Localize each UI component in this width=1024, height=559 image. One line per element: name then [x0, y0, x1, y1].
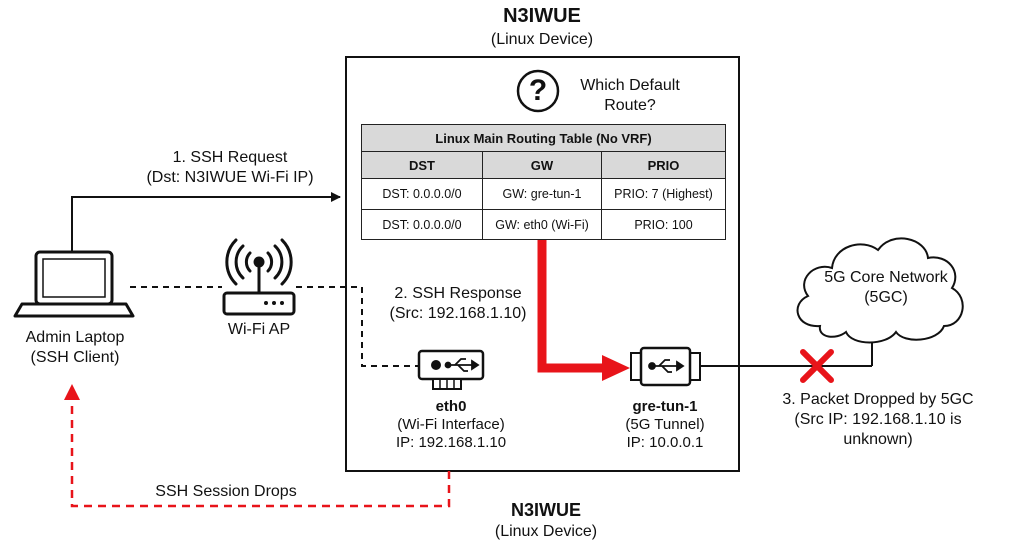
- table-row: DST: 0.0.0.0/0 GW: eth0 (Wi-Fi) PRIO: 10…: [362, 210, 725, 239]
- ssh-response-label-line1: 2. SSH Response: [394, 285, 522, 302]
- routing-table: Linux Main Routing Table (No VRF) DST GW…: [361, 124, 726, 240]
- table-cell: DST: 0.0.0.0/0: [362, 179, 483, 210]
- device-title-bottom: N3IWUE: [510, 500, 581, 520]
- eth0-label-line1: (Wi-Fi Interface): [397, 416, 505, 433]
- dropped-label-line2: (Src IP: 192.168.1.10 is: [794, 411, 962, 428]
- usb-tunnel-icon: [630, 346, 701, 387]
- dropped-label-line3: unknown): [843, 431, 913, 448]
- dropped-label-line1: 3. Packet Dropped by 5GC: [782, 391, 974, 408]
- cloud-label-line2: (5GC): [864, 289, 908, 306]
- gre-tun-label-line1: (5G Tunnel): [625, 416, 705, 433]
- laptop-label-line2: (SSH Client): [30, 349, 120, 366]
- table-cell: GW: eth0 (Wi-Fi): [483, 210, 602, 239]
- ssh-response-label-line2: (Src: 192.168.1.10): [389, 305, 527, 322]
- router-icon: [222, 238, 296, 316]
- route-arrow-head: [602, 355, 630, 381]
- cloud-label-line1: 5G Core Network: [824, 269, 948, 286]
- gre-tun-label-line2: IP: 10.0.0.1: [626, 434, 704, 451]
- device-subtitle-bottom: (Linux Device): [494, 523, 598, 540]
- table-cell: DST: 0.0.0.0/0: [362, 210, 483, 239]
- question-mark: ?: [528, 74, 548, 107]
- wifi-ap-label: Wi-Fi AP: [227, 321, 291, 338]
- ssh-request-arrow: [71, 192, 341, 253]
- table-cell: PRIO: 100: [634, 217, 693, 232]
- session-drop-arrowhead: [64, 384, 80, 400]
- table-row: DST: 0.0.0.0/0 GW: gre-tun-1 PRIO: 7 (Hi…: [362, 179, 725, 210]
- device-box: [345, 56, 740, 472]
- device-subtitle-top: (Linux Device): [490, 31, 594, 48]
- help-circle-icon: [516, 69, 560, 113]
- gre-tun-name: gre-tun-1: [632, 398, 698, 415]
- session-drops-label: SSH Session Drops: [155, 483, 297, 500]
- cloud-icon: [796, 237, 964, 344]
- laptop-label-line1: Admin Laptop: [25, 329, 125, 346]
- table-cell: PRIO: 7 (Highest): [602, 179, 725, 210]
- eth0-label-line2: IP: 192.168.1.10: [395, 434, 507, 451]
- question-label-line2: Route?: [604, 97, 656, 114]
- column-header-dst: DST: [362, 152, 483, 179]
- column-header-gw: GW: [483, 152, 602, 179]
- usb-nic-icon: [417, 349, 485, 390]
- routing-table-title: Linux Main Routing Table (No VRF): [362, 125, 725, 152]
- table-cell: GW: gre-tun-1: [483, 179, 602, 210]
- column-header-prio: PRIO: [602, 152, 725, 179]
- device-title-top: N3IWUE: [503, 5, 581, 27]
- ssh-request-label-line2: (Dst: N3IWUE Wi-Fi IP): [146, 169, 314, 186]
- question-label-line1: Which Default: [580, 77, 680, 94]
- cross-icon: [800, 349, 834, 383]
- wifi-link-device-eth0: [361, 287, 418, 367]
- session-drop-path: [70, 398, 451, 508]
- eth0-name: eth0: [435, 398, 467, 415]
- laptop-icon: [13, 250, 135, 318]
- route-arrow: [537, 240, 606, 373]
- ssh-request-label-line1: 1. SSH Request: [172, 149, 288, 166]
